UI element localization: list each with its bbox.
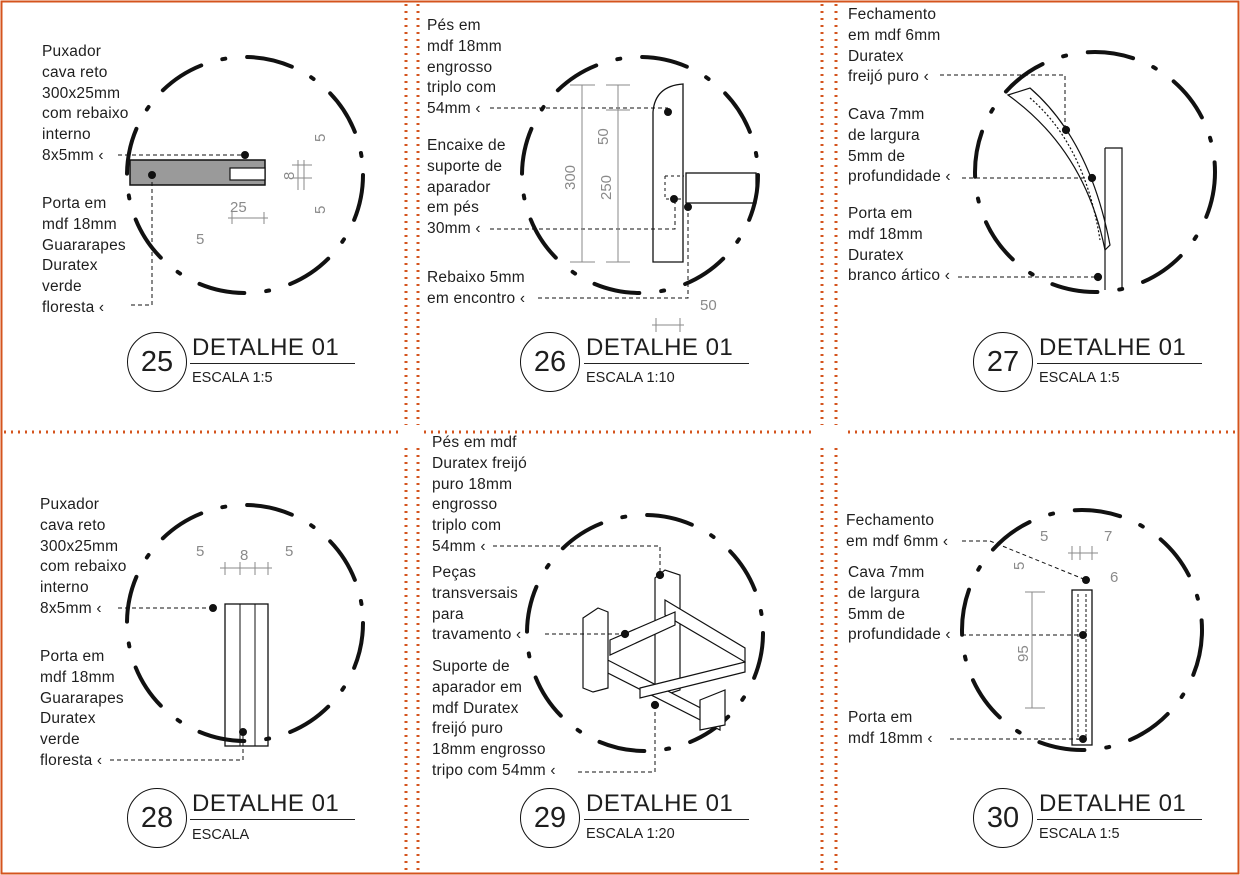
callout-label: Pés em mdf Duratex freijó puro 18mm engr…	[432, 434, 527, 555]
title-underline	[190, 819, 355, 820]
callout-label: Suporte de aparador em mdf Duratex freij…	[432, 658, 556, 779]
detail-title: DETALHE 01	[192, 334, 340, 361]
callout-label: Pés em mdf 18mm engrosso triplo com 54mm…	[427, 17, 502, 118]
dim-text: 8	[281, 172, 298, 180]
callout-label: Rebaixo 5mm em encontro ‹	[427, 269, 526, 307]
dim-text: 300	[562, 165, 579, 190]
dim-text: 5	[196, 543, 204, 560]
callout-label: Cava 7mm de largura 5mm de profundidade …	[848, 106, 951, 186]
detail-scale: ESCALA 1:20	[586, 826, 675, 842]
callout-label: Peças transversais para travamento ‹	[432, 564, 522, 644]
detail-number: 30	[973, 788, 1033, 848]
callout-label: Fechamento em mdf 6mm Duratex freijó pur…	[848, 6, 941, 86]
detail-title: DETALHE 01	[586, 334, 734, 361]
detail-scale: ESCALA 1:10	[586, 370, 675, 386]
dim-text: 5	[1011, 562, 1028, 570]
title-underline	[190, 363, 355, 364]
dim-text: 95	[1015, 645, 1032, 662]
dim-text: 5	[312, 206, 329, 214]
detail-28-drawing	[110, 562, 272, 761]
detail-scale: ESCALA 1:2,5	[192, 827, 250, 846]
title-underline	[584, 363, 749, 364]
detail-scale: ESCALA 1:5	[192, 370, 273, 386]
callout-label: Porta em mdf 18mm Duratex branco ártico …	[848, 205, 951, 285]
callout-label: Encaixe de suporte de aparador em pés 30…	[427, 137, 506, 238]
dim-text: 250	[598, 175, 615, 200]
dim-text: 50	[700, 297, 717, 314]
detail-number: 25	[127, 332, 187, 392]
detail-title: DETALHE 01	[192, 790, 340, 817]
detail-scale: ESCALA 1:5	[1039, 826, 1120, 842]
title-underline	[584, 819, 749, 820]
detail-25-drawing	[118, 151, 312, 306]
detail-26-drawing	[490, 83, 757, 332]
callout-label: Puxador cava reto 300x25mm com rebaixo i…	[42, 43, 129, 164]
dim-text: 8	[240, 547, 248, 564]
callout-label: Fechamento em mdf 6mm ‹	[846, 512, 949, 550]
detail-number: 26	[520, 332, 580, 392]
dim-text: 5	[196, 231, 204, 248]
detail-title: DETALHE 01	[586, 790, 734, 817]
detail-number: 28	[127, 788, 187, 848]
detail-29-drawing	[493, 545, 746, 773]
dim-text: 5	[312, 134, 329, 142]
callout-label: Porta em mdf 18mm Guararapes Duratex ver…	[40, 648, 124, 769]
dim-text: 5	[1040, 528, 1048, 545]
callout-label: Puxador cava reto 300x25mm com rebaixo i…	[40, 496, 127, 617]
title-underline	[1037, 363, 1202, 364]
callout-label: Porta em mdf 18mm Guararapes Duratex ver…	[42, 195, 126, 316]
detail-circles	[125, 50, 1217, 753]
dim-text: 50	[595, 128, 612, 145]
title-underline	[1037, 819, 1202, 820]
callout-label: Porta em mdf 18mm ‹	[848, 709, 933, 747]
dim-text: 5	[285, 543, 293, 560]
detail-title: DETALHE 01	[1039, 790, 1187, 817]
detail-number: 29	[520, 788, 580, 848]
dim-text: 7	[1104, 528, 1112, 545]
detail-title: DETALHE 01	[1039, 334, 1187, 361]
detail-27-drawing	[940, 74, 1123, 290]
detail-number: 27	[973, 332, 1033, 392]
callout-label: Cava 7mm de largura 5mm de profundidade …	[848, 564, 951, 644]
dim-text: 6	[1110, 569, 1118, 586]
detail-30-drawing	[950, 540, 1098, 746]
detail-scale: ESCALA 1:5	[1039, 370, 1120, 386]
dim-text: 25	[230, 199, 247, 216]
